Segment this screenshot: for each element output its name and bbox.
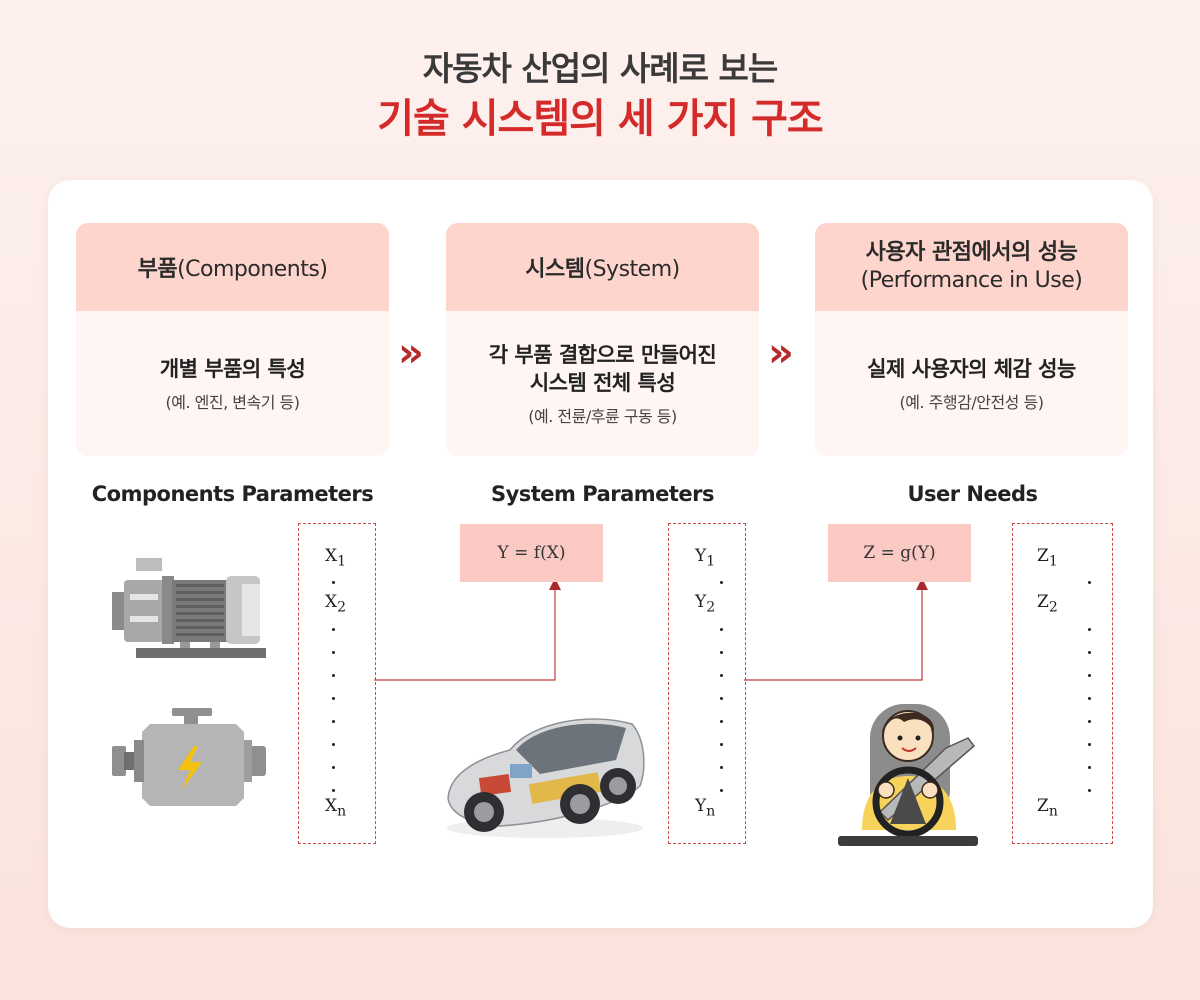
y-parameters-box: Y1 Y2 Yn	[668, 523, 746, 844]
system-heading-bold: 시스템	[525, 257, 585, 282]
system-box: 시스템(System) 각 부품 결합으로 만들어진 시스템 전체 특성 (예.…	[446, 223, 759, 456]
components-parameters-label: Components Parameters	[91, 482, 374, 506]
ellipsis-dot	[332, 674, 335, 677]
formula-g-box: Z = g(Y)	[828, 524, 971, 582]
system-parameters-label: System Parameters	[490, 482, 715, 506]
components-box-header: 부품(Components)	[76, 223, 389, 311]
ellipsis-dot	[1088, 720, 1091, 723]
zn-variable: Zn	[1037, 796, 1058, 820]
ellipsis-dot	[1088, 628, 1091, 631]
z-parameters-box: Z1 Z2 Zn	[1012, 523, 1113, 844]
chevron-right-icon: »	[768, 330, 794, 376]
ellipsis-dot	[720, 651, 723, 654]
chevron-right-icon: »	[398, 330, 424, 376]
performance-heading-rest: (Performance in Use)	[860, 268, 1083, 293]
ellipsis-dot	[1088, 651, 1091, 654]
system-description-line2: 시스템 전체 특성	[529, 370, 676, 395]
electric-motor-icon	[112, 558, 266, 658]
ellipsis-dot	[1088, 766, 1091, 769]
driver-illustration-icon	[838, 704, 978, 846]
y1-variable: Y1	[695, 546, 716, 570]
ellipsis-dot	[332, 766, 335, 769]
ev-car-cutaway-image	[447, 718, 645, 838]
ellipsis-dot	[720, 581, 723, 584]
formula-f-box: Y = f(X)	[460, 524, 603, 582]
system-description-line1: 각 부품 결합으로 만들어진	[488, 342, 717, 367]
ellipsis-dot	[720, 697, 723, 700]
components-heading-rest: (Components)	[177, 257, 328, 282]
engine-icon	[112, 708, 266, 806]
title-line-2: 기술 시스템의 세 가지 구조	[377, 96, 824, 142]
ellipsis-dot	[332, 628, 335, 631]
system-example: (예. 전륜/후륜 구동 등)	[528, 406, 677, 426]
ellipsis-dot	[332, 697, 335, 700]
components-description: 개별 부품의 특성	[159, 356, 306, 381]
z1-variable: Z1	[1037, 546, 1058, 570]
ellipsis-dot	[332, 581, 335, 584]
performance-example: (예. 주행감/안전성 등)	[899, 392, 1044, 412]
ellipsis-dot	[720, 674, 723, 677]
y2-variable: Y2	[695, 592, 716, 616]
system-heading-rest: (System)	[584, 257, 681, 282]
performance-box-header: 사용자 관점에서의 성능 (Performance in Use)	[815, 223, 1128, 311]
performance-description: 실제 사용자의 체감 성능	[867, 356, 1076, 381]
ellipsis-dot	[332, 651, 335, 654]
ellipsis-dot	[1088, 697, 1091, 700]
ellipsis-dot	[1088, 581, 1091, 584]
user-needs-label: User Needs	[907, 482, 1038, 506]
ellipsis-dot	[720, 766, 723, 769]
components-heading-bold: 부품	[137, 257, 178, 282]
components-example: (예. 엔진, 변속기 등)	[165, 392, 300, 412]
performance-heading-bold: 사용자 관점에서의 성능	[865, 240, 1078, 265]
performance-box: 사용자 관점에서의 성능 (Performance in Use) 실제 사용자…	[815, 223, 1128, 456]
ellipsis-dot	[1088, 674, 1091, 677]
z2-variable: Z2	[1037, 592, 1058, 616]
x-parameters-box: X1 X2 Xn	[298, 523, 376, 844]
ellipsis-dot	[332, 743, 335, 746]
ellipsis-dot	[720, 628, 723, 631]
ellipsis-dot	[1088, 789, 1091, 792]
system-box-header: 시스템(System)	[446, 223, 759, 311]
ellipsis-dot	[332, 720, 335, 723]
ellipsis-dot	[1088, 743, 1091, 746]
x2-variable: X2	[325, 592, 347, 616]
ellipsis-dot	[720, 720, 723, 723]
yn-variable: Yn	[695, 796, 716, 820]
xn-variable: Xn	[325, 796, 347, 820]
ellipsis-dot	[720, 743, 723, 746]
components-box: 부품(Components) 개별 부품의 특성 (예. 엔진, 변속기 등)	[76, 223, 389, 456]
x1-variable: X1	[325, 546, 347, 570]
title-line-1: 자동차 산업의 사례로 보는	[422, 49, 778, 88]
ellipsis-dot	[332, 789, 335, 792]
ellipsis-dot	[720, 789, 723, 792]
